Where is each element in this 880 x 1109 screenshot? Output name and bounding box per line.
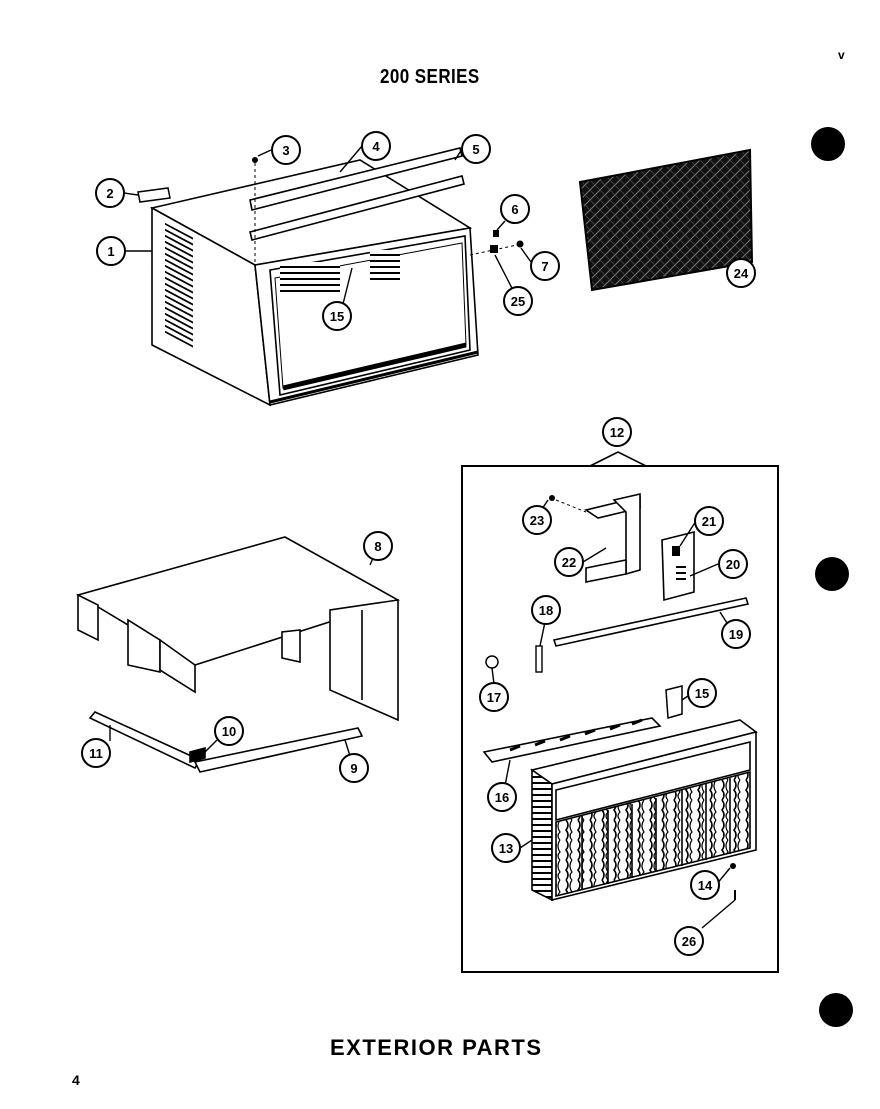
callout-19: 19 bbox=[721, 619, 751, 649]
callout-number: 1 bbox=[107, 244, 114, 259]
callout-22: 22 bbox=[554, 547, 584, 577]
top-strips bbox=[249, 147, 465, 241]
nut-part bbox=[490, 245, 498, 253]
callout-number: 14 bbox=[698, 878, 713, 893]
punch-hole bbox=[815, 557, 849, 591]
callout-18: 18 bbox=[531, 595, 561, 625]
callout-number: 7 bbox=[541, 259, 548, 274]
callout-9: 9 bbox=[339, 753, 369, 783]
callout-number: 25 bbox=[511, 294, 525, 309]
callout-14: 14 bbox=[690, 870, 720, 900]
screw-part bbox=[549, 495, 555, 501]
callout-number: 13 bbox=[499, 841, 513, 856]
callout-number: 15 bbox=[330, 309, 344, 324]
page-caption: EXTERIOR PARTS bbox=[330, 1035, 543, 1060]
screw-part bbox=[252, 157, 258, 163]
callout-8: 8 bbox=[363, 531, 393, 561]
callout-number: 21 bbox=[702, 514, 716, 529]
callout-number: 15 bbox=[695, 686, 709, 701]
page-title: 200 SERIES bbox=[380, 66, 480, 88]
bottom-rails bbox=[88, 711, 364, 773]
callout-2: 2 bbox=[95, 178, 125, 208]
callout-15: 15 bbox=[687, 678, 717, 708]
callout-number: 16 bbox=[495, 790, 509, 805]
callout-26: 26 bbox=[674, 926, 704, 956]
screw-part bbox=[730, 863, 736, 869]
front-grille bbox=[530, 719, 758, 902]
rear-grille-right bbox=[370, 250, 400, 280]
callout-number: 17 bbox=[487, 690, 501, 705]
callout-17: 17 bbox=[479, 682, 509, 712]
page-number: 4 bbox=[72, 1072, 80, 1088]
callout-3: 3 bbox=[271, 135, 301, 165]
callout-number: 12 bbox=[610, 425, 624, 440]
callout-23: 23 bbox=[522, 505, 552, 535]
knob-part bbox=[485, 655, 499, 669]
callout-20: 20 bbox=[718, 549, 748, 579]
callout-1: 1 bbox=[96, 236, 126, 266]
top-cover bbox=[75, 536, 401, 722]
callout-number: 10 bbox=[222, 724, 236, 739]
clip-part bbox=[535, 645, 543, 673]
nut-part bbox=[493, 230, 499, 237]
side-louver bbox=[165, 222, 193, 348]
callout-21: 21 bbox=[694, 506, 724, 536]
callout-4: 4 bbox=[361, 131, 391, 161]
rear-grille-left bbox=[280, 262, 340, 292]
callout-5: 5 bbox=[461, 134, 491, 164]
callout-number: 18 bbox=[539, 603, 553, 618]
bracket-part bbox=[584, 492, 641, 583]
callout-10: 10 bbox=[214, 716, 244, 746]
callout-6: 6 bbox=[500, 194, 530, 224]
callout-number: 3 bbox=[282, 143, 289, 158]
punch-hole bbox=[819, 993, 853, 1027]
callout-24: 24 bbox=[726, 258, 756, 288]
callout-number: 2 bbox=[106, 186, 113, 201]
callout-number: 4 bbox=[372, 139, 380, 154]
callout-number: 19 bbox=[729, 627, 743, 642]
corner-mark: v bbox=[838, 48, 845, 62]
punch-hole bbox=[811, 127, 845, 161]
clip-part bbox=[137, 187, 171, 203]
callout-number: 9 bbox=[350, 761, 357, 776]
callout-11: 11 bbox=[81, 738, 111, 768]
front-panel-group-frame bbox=[461, 465, 779, 973]
callout-number: 11 bbox=[89, 746, 103, 761]
callout-12: 12 bbox=[602, 417, 632, 447]
filter-mesh bbox=[578, 148, 754, 292]
callout-13: 13 bbox=[491, 833, 521, 863]
callout-number: 8 bbox=[374, 539, 381, 554]
callout-number: 20 bbox=[726, 557, 740, 572]
callout-number: 24 bbox=[734, 266, 749, 281]
callout-number: 26 bbox=[682, 934, 696, 949]
callout-number: 5 bbox=[472, 142, 479, 157]
callout-number: 23 bbox=[530, 513, 544, 528]
callout-number: 22 bbox=[562, 555, 576, 570]
rod-part bbox=[552, 597, 750, 647]
screw-part bbox=[516, 240, 524, 248]
louver-strip bbox=[482, 717, 662, 763]
callout-16: 16 bbox=[487, 782, 517, 812]
callout-25: 25 bbox=[503, 286, 533, 316]
callout-number: 6 bbox=[511, 202, 518, 217]
callout-7: 7 bbox=[530, 251, 560, 281]
callout-15: 15 bbox=[322, 301, 352, 331]
small-part bbox=[665, 685, 683, 719]
